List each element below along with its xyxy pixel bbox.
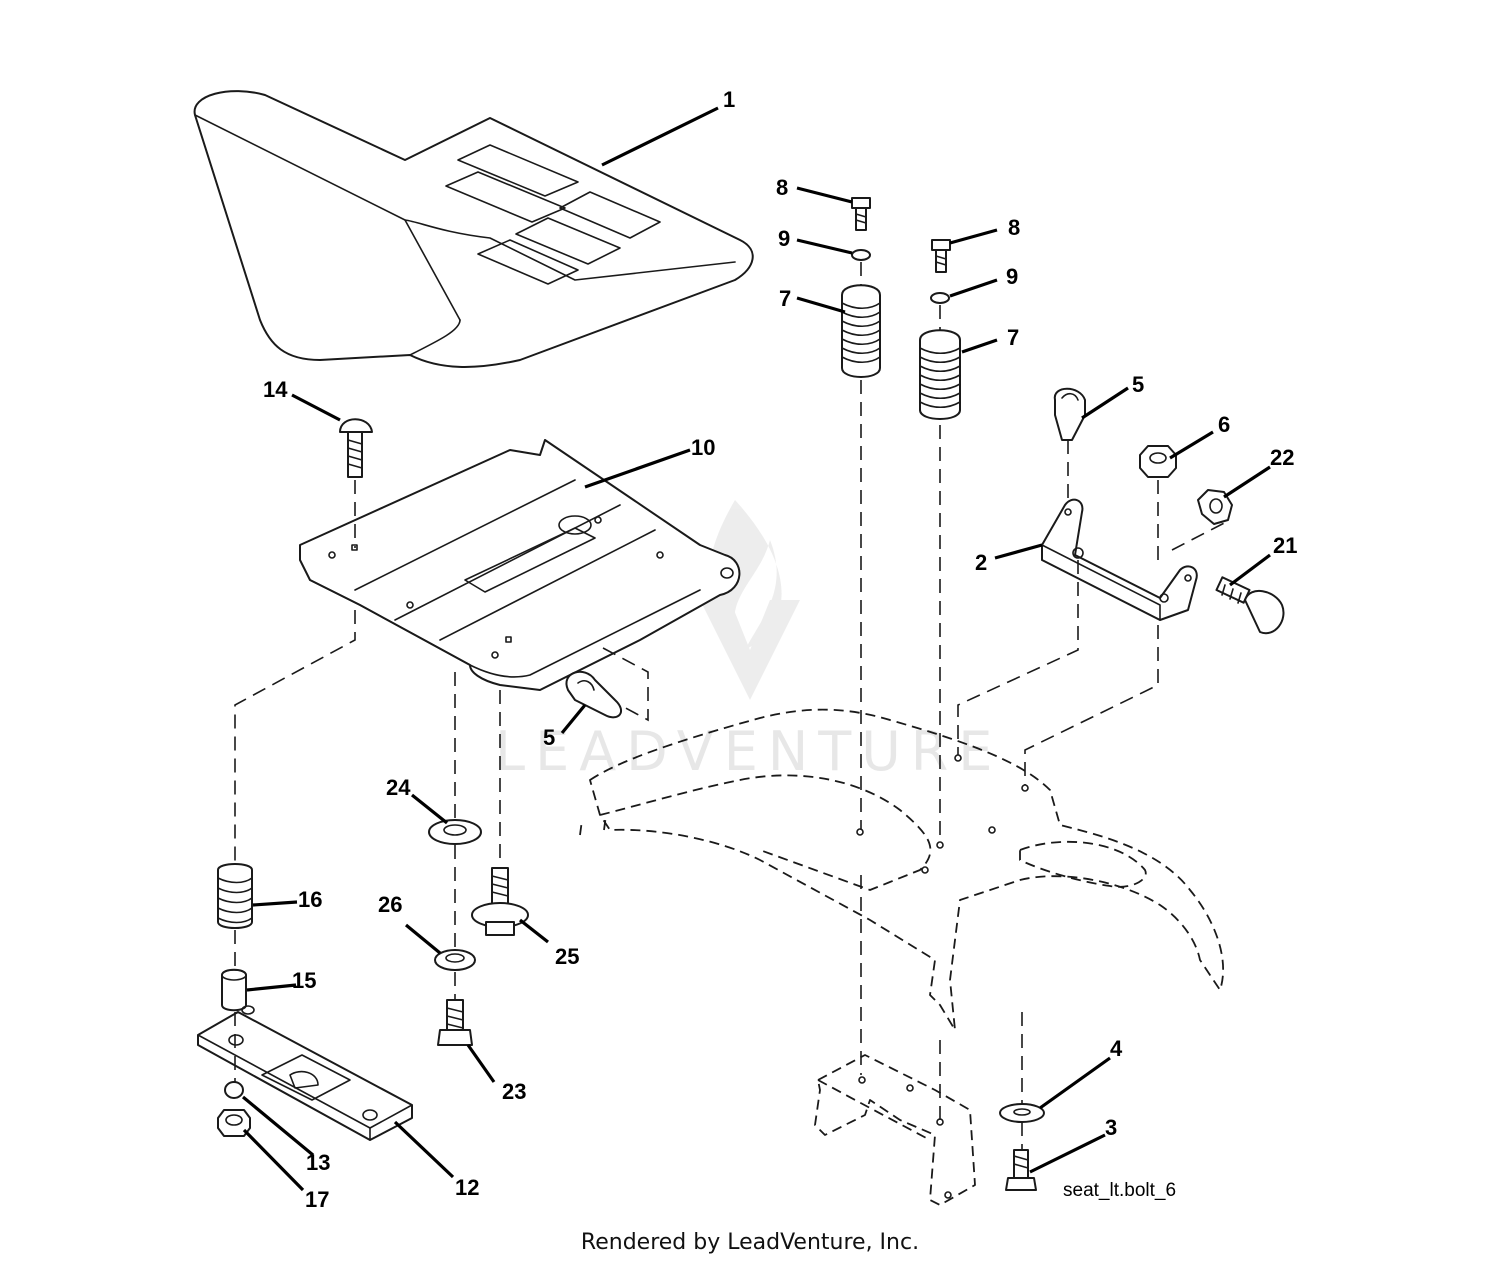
- retainer-clip-lower[interactable]: [565, 670, 622, 719]
- washer-9-left[interactable]: [851, 249, 871, 261]
- washer-24[interactable]: [428, 819, 482, 845]
- spring-7-right[interactable]: [919, 329, 961, 420]
- callout-12: 12: [455, 1175, 479, 1200]
- footer-credit: Rendered by LeadVenture, Inc.: [580, 1230, 920, 1255]
- flange-nut-17[interactable]: [217, 1109, 251, 1137]
- callout-10: 10: [691, 435, 715, 460]
- callout-4: 4: [1110, 1036, 1123, 1061]
- callout-6: 6: [1218, 412, 1230, 437]
- spring-7-left[interactable]: [841, 284, 881, 378]
- callout-1: 1: [723, 87, 735, 112]
- seat-pan[interactable]: [299, 439, 741, 691]
- callout-labels: 1 2 3 4 5 5 6 7 7 8 8 9 9 10 12 13 14 15…: [263, 87, 1297, 1212]
- washer-9-right[interactable]: [930, 292, 950, 304]
- callout-5-lower: 5: [543, 725, 555, 750]
- assembly-lines: [234, 262, 1231, 1150]
- callout-23: 23: [502, 1079, 526, 1104]
- spacer[interactable]: [221, 968, 247, 1012]
- nut-6[interactable]: [1139, 445, 1177, 478]
- callout-24: 24: [386, 775, 411, 800]
- callout-14: 14: [263, 377, 288, 402]
- callout-22: 22: [1270, 445, 1294, 470]
- bolt-23[interactable]: [437, 999, 473, 1046]
- seat[interactable]: [193, 90, 754, 368]
- callout-26: 26: [378, 892, 402, 917]
- callout-13: 13: [306, 1150, 330, 1175]
- callout-7-left: 7: [779, 286, 791, 311]
- drawing-reference-id: seat_lt.bolt_6: [1063, 1180, 1176, 1201]
- washer-4[interactable]: [999, 1103, 1045, 1123]
- nut-13[interactable]: [224, 1081, 244, 1099]
- callout-8-left: 8: [776, 175, 788, 200]
- lock-washer-26[interactable]: [434, 949, 476, 971]
- shoulder-bolt-25[interactable]: [471, 867, 529, 936]
- shoulder-bolt-21[interactable]: [1215, 576, 1285, 635]
- bolt-8-right[interactable]: [931, 239, 951, 273]
- callout-3: 3: [1105, 1115, 1117, 1140]
- retainer-clip-upper[interactable]: [1053, 387, 1086, 441]
- leader-lines: [241, 106, 1271, 1192]
- callout-9-left: 9: [778, 226, 790, 251]
- watermark-text: LEADVENTURE: [495, 720, 1002, 783]
- bolt-3[interactable]: [1005, 1149, 1037, 1191]
- callout-7-right: 7: [1007, 325, 1019, 350]
- carriage-bolt[interactable]: [339, 418, 373, 478]
- callout-2: 2: [975, 550, 987, 575]
- callout-5-upper: 5: [1132, 372, 1144, 397]
- nut-22[interactable]: [1197, 489, 1233, 525]
- callout-15: 15: [292, 968, 316, 993]
- seat-slide-plate[interactable]: [197, 1005, 413, 1141]
- callout-21: 21: [1273, 533, 1297, 558]
- callout-8-right: 8: [1008, 215, 1020, 240]
- callout-25: 25: [555, 944, 579, 969]
- callout-9-right: 9: [1006, 264, 1018, 289]
- bolt-8-left[interactable]: [851, 197, 871, 231]
- leadventure-watermark: LEADVENTURE: [495, 500, 1002, 783]
- frame-bracket-outline: [814, 1054, 976, 1206]
- small-spring[interactable]: [217, 863, 253, 929]
- callout-16: 16: [298, 887, 322, 912]
- seat-bracket[interactable]: [1041, 498, 1198, 621]
- callout-17: 17: [305, 1187, 329, 1212]
